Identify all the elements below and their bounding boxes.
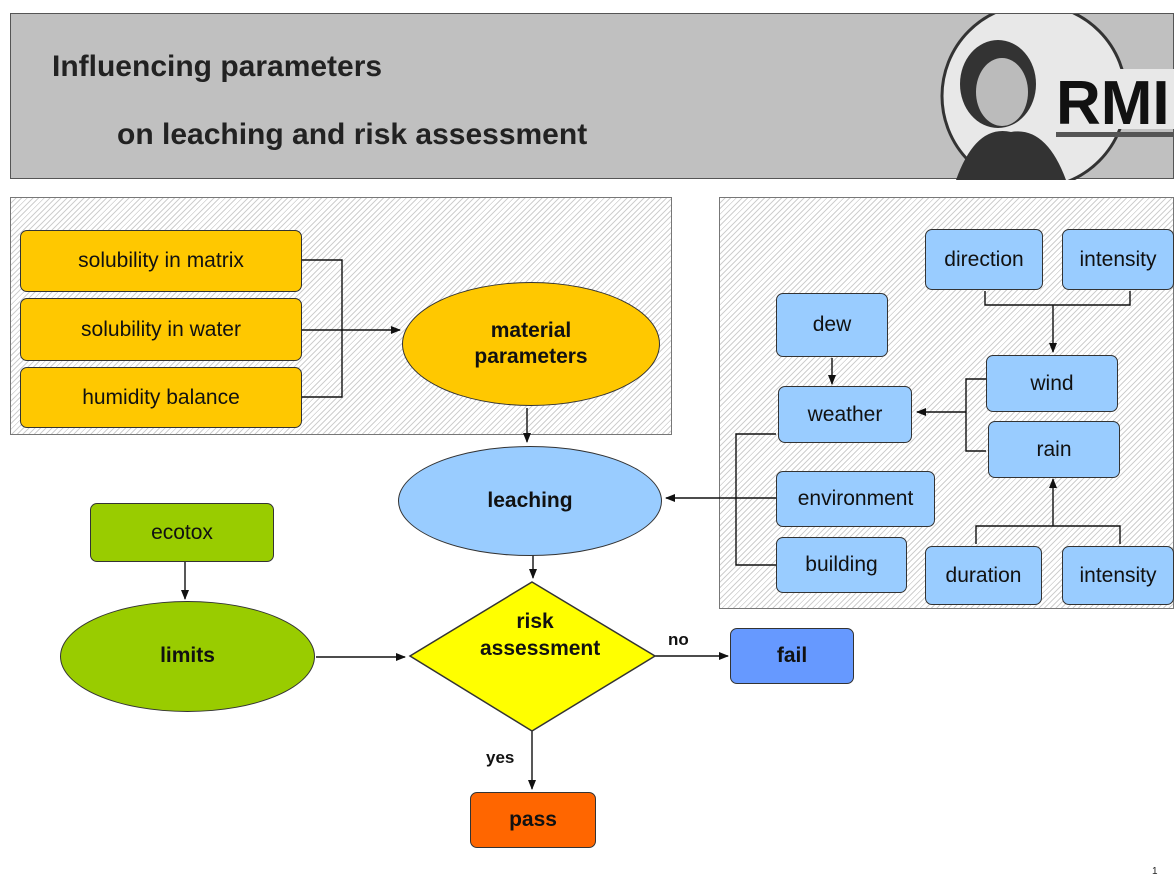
- risk-assessment-diamond: [408, 581, 657, 732]
- pass-label: pass: [509, 808, 557, 831]
- pass-box: pass: [470, 792, 596, 848]
- leaching-label: leaching: [487, 488, 573, 512]
- limits-ellipse: limits: [60, 601, 315, 712]
- fail-label: fail: [776, 644, 808, 667]
- logo-text: RMI: [1056, 69, 1170, 138]
- dew-label: dew: [812, 313, 852, 336]
- wind-box: wind: [986, 355, 1118, 412]
- humidity-balance-label: humidity balance: [82, 385, 240, 409]
- building-label: building: [805, 553, 878, 576]
- direction-box: direction: [925, 229, 1043, 290]
- weather-label: weather: [807, 402, 883, 426]
- limits-label: limits: [160, 644, 215, 668]
- fail-box: fail: [730, 628, 854, 684]
- intensity-bottom-box: intensity: [1062, 546, 1174, 605]
- intensity-bottom-label: intensity: [1079, 563, 1157, 587]
- title-line-2: on leaching and risk assessment: [117, 118, 588, 151]
- rain-label: rain: [1036, 437, 1072, 461]
- intensity-top-label: intensity: [1079, 247, 1157, 271]
- building-box: building: [776, 537, 907, 593]
- dew-box: dew: [776, 293, 888, 357]
- solubility-in-matrix-label: solubility in matrix: [78, 249, 244, 272]
- risk-assessment-label: risk assessment: [480, 610, 601, 661]
- solubility-in-water-label: solubility in water: [81, 317, 241, 341]
- material-parameters-label: material parameters: [474, 318, 588, 368]
- material-parameters-ellipse: material parameters: [402, 282, 660, 406]
- rmi-logo: RMI: [916, 14, 1174, 180]
- humidity-balance-box: humidity balance: [20, 367, 302, 428]
- environment-label: environment: [797, 487, 914, 510]
- title-line-1: Influencing parameters: [52, 50, 383, 83]
- wind-label: wind: [1030, 371, 1074, 395]
- intensity-top-box: intensity: [1062, 229, 1174, 290]
- weather-box: weather: [778, 386, 912, 443]
- solubility-in-matrix-box: solubility in matrix: [20, 230, 302, 292]
- leaching-ellipse: leaching: [398, 446, 662, 556]
- no-label: no: [668, 630, 689, 649]
- ecotox-box: ecotox: [90, 503, 274, 562]
- solubility-in-water-box: solubility in water: [20, 298, 302, 361]
- ecotox-label: ecotox: [151, 520, 213, 544]
- direction-label: direction: [944, 247, 1024, 271]
- duration-label: duration: [945, 563, 1022, 587]
- yes-label: yes: [486, 748, 515, 767]
- duration-box: duration: [925, 546, 1042, 605]
- environment-box: environment: [776, 471, 935, 527]
- page-number: 1: [1152, 866, 1158, 877]
- rain-box: rain: [988, 421, 1120, 478]
